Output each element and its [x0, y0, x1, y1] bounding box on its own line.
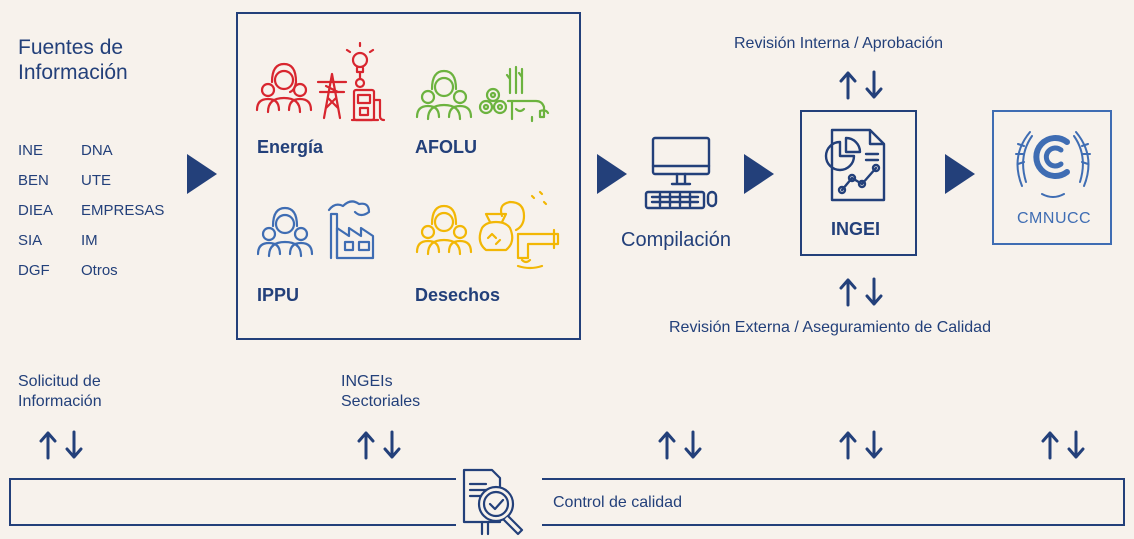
review-arrows-top — [839, 70, 883, 100]
flow-arrow-3 — [744, 154, 774, 194]
source-item: Otros — [81, 262, 118, 279]
solicitud-label: Solicitud de Información — [18, 372, 102, 412]
control-calidad-label: Control de calidad — [553, 494, 682, 511]
up-arrow-icon — [357, 431, 375, 460]
cow-icon — [506, 99, 550, 123]
computer-icon — [644, 136, 718, 210]
source-item: EMPRESAS — [81, 202, 165, 219]
sector-label-desechos: Desechos — [415, 285, 501, 305]
down-arrow-icon — [684, 430, 702, 459]
flow-arrow-2 — [597, 154, 627, 194]
down-arrow-icon — [865, 70, 883, 99]
sources-list-col1: INE BEN DIEA SIA DGF — [18, 141, 53, 281]
source-item: IM — [81, 232, 98, 249]
hay-bales-icon — [478, 65, 524, 115]
sector-label-ippu: IPPU — [257, 285, 300, 305]
sources-title: Fuentes de Información — [18, 35, 128, 85]
factory-icon — [327, 200, 375, 260]
sources-title-line2: Información — [18, 61, 128, 84]
up-arrow-icon — [39, 431, 57, 460]
magnifier-check-icon — [456, 466, 542, 539]
power-tower-icon — [316, 72, 348, 120]
up-arrow-icon — [839, 71, 857, 100]
garbage-bags-icon — [478, 200, 526, 252]
energy-sector-icon — [255, 42, 386, 122]
down-arrow-icon — [865, 277, 883, 306]
pipe-icon — [516, 228, 560, 270]
sources-list-col2: DNA UTE EMPRESAS IM Otros — [81, 141, 164, 281]
ingei-box — [800, 110, 917, 256]
up-arrow-icon — [839, 278, 857, 307]
qc-arrows-1 — [39, 430, 83, 460]
revision-interna-label: Revisión Interna / Aprobación — [734, 35, 944, 52]
up-arrow-icon — [658, 431, 676, 460]
down-arrow-icon — [1067, 430, 1085, 459]
review-arrows-bottom — [839, 277, 883, 307]
ingeis-line2: Sectoriales — [341, 393, 421, 410]
fuel-pump-icon — [350, 88, 386, 122]
afolu-sector-icon — [415, 65, 550, 123]
quality-control-bar — [9, 478, 1125, 526]
solicitud-line2: Información — [18, 393, 102, 410]
down-arrow-icon — [865, 430, 883, 459]
qc-arrows-2 — [357, 430, 401, 460]
lightbulb-icon — [345, 42, 375, 89]
source-item: DIEA — [18, 202, 54, 219]
waste-sector-icon — [415, 190, 560, 270]
flow-arrow-1 — [187, 154, 217, 194]
ippu-sector-icon — [257, 200, 375, 260]
cmnucc-label: CMNUCC — [1017, 210, 1092, 227]
sector-label-energia: Energía — [257, 137, 324, 157]
revision-externa-label: Revisión Externa / Aseguramiento de Cali… — [669, 319, 991, 336]
sources-title-line1: Fuentes de — [18, 36, 124, 59]
up-arrow-icon — [839, 431, 857, 460]
ingei-label: INGEI — [831, 219, 881, 239]
document-chart-icon — [824, 128, 886, 202]
ingeis-line1: INGEIs — [341, 373, 393, 390]
source-item: DGF — [18, 262, 50, 279]
source-item: UTE — [81, 172, 111, 189]
source-item: BEN — [18, 172, 49, 189]
up-arrow-icon — [1041, 431, 1059, 460]
people-icon — [415, 69, 473, 121]
down-arrow-icon — [65, 430, 83, 459]
sectors-box — [236, 12, 581, 340]
sector-label-afolu: AFOLU — [415, 137, 477, 157]
people-icon — [255, 62, 313, 114]
people-icon — [415, 204, 473, 256]
people-icon — [257, 206, 314, 258]
qc-arrows-5 — [1041, 430, 1085, 460]
ingeis-sectoriales-label: INGEIs Sectoriales — [341, 372, 420, 412]
source-item: SIA — [18, 232, 43, 249]
down-arrow-icon — [383, 430, 401, 459]
compilacion-label: Compilación — [621, 229, 732, 251]
source-item: INE — [18, 142, 44, 159]
qc-arrows-3 — [658, 430, 702, 460]
un-emblem-icon — [1015, 131, 1091, 198]
solicitud-line1: Solicitud de — [18, 373, 101, 390]
source-item: DNA — [81, 142, 113, 159]
flow-arrow-4 — [945, 154, 975, 194]
qc-arrows-4 — [839, 430, 883, 460]
